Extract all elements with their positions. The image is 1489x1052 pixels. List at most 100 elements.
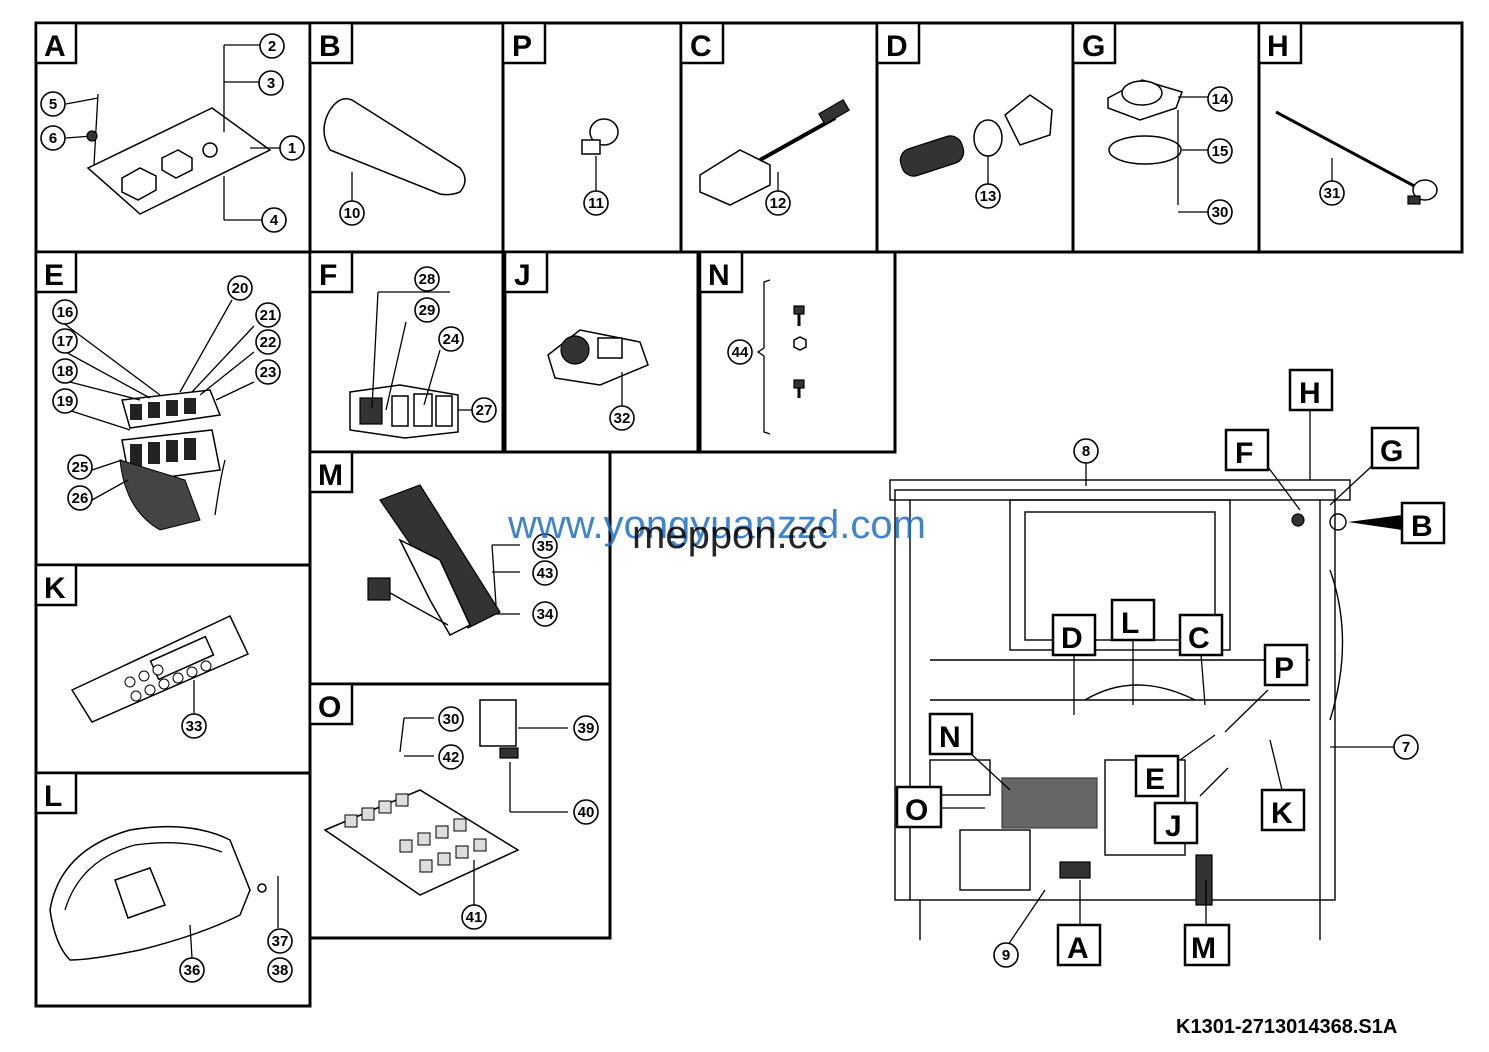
cluster-display	[114, 867, 166, 919]
callout-36: 36	[179, 957, 205, 983]
svg-text:18: 18	[57, 363, 74, 380]
svg-text:3: 3	[267, 75, 275, 92]
panel-k: K 33	[34, 563, 312, 775]
indicator-lamp	[589, 118, 619, 146]
panel-j: J 32	[503, 250, 700, 454]
panel-g: G 14 15 30	[1071, 21, 1261, 254]
callout-5: 5	[40, 91, 66, 117]
callout-33: 33	[181, 713, 207, 739]
panel-m: M 35 43 34	[308, 450, 612, 686]
panel-f: F 28 29 24 27	[308, 250, 505, 454]
svg-text:P: P	[1274, 652, 1294, 685]
overview-tag-c: C	[1178, 613, 1224, 657]
panel-l-label: L	[44, 780, 62, 813]
svg-text:G: G	[1380, 435, 1403, 468]
overview-tag-f: F	[1224, 428, 1270, 472]
svg-text:O: O	[905, 794, 928, 827]
svg-text:14: 14	[1212, 91, 1229, 108]
panel-c-label: C	[690, 30, 712, 63]
panel-a: A 2 3 5 6 1 4	[34, 21, 312, 254]
callout-13: 13	[975, 183, 1001, 209]
callout-24: 24	[438, 326, 464, 352]
svg-text:E: E	[1145, 763, 1165, 796]
svg-text:1: 1	[288, 140, 296, 157]
callout-38: 38	[267, 957, 293, 983]
callout-27: 27	[471, 397, 497, 423]
overview-tag-d: D	[1051, 613, 1097, 657]
callout-1: 1	[279, 135, 305, 161]
svg-text:39: 39	[578, 720, 595, 737]
svg-text:41: 41	[466, 909, 483, 926]
plate-hole	[121, 167, 157, 201]
callout-10: 10	[339, 200, 365, 226]
callout-21: 21	[255, 302, 281, 328]
svg-text:23: 23	[260, 364, 277, 381]
svg-text:40: 40	[578, 804, 595, 821]
callout-9: 9	[993, 942, 1019, 968]
overview-tag-o: O	[895, 785, 943, 829]
panel-a-label: A	[44, 30, 66, 63]
svg-text:24: 24	[443, 331, 460, 348]
svg-text:25: 25	[72, 459, 89, 476]
svg-text:10: 10	[344, 205, 361, 222]
svg-text:16: 16	[57, 304, 74, 321]
overview-tag-b: B	[1400, 501, 1446, 545]
svg-text:43: 43	[537, 565, 554, 582]
overview-tag-a: A	[1056, 923, 1102, 967]
watermark-site: meppon.cc	[632, 513, 828, 557]
svg-text:8: 8	[1082, 443, 1090, 460]
svg-text:12: 12	[770, 195, 787, 212]
watermark-url: www.yongyuanzzd.com	[507, 503, 926, 547]
svg-text:36: 36	[184, 962, 201, 979]
plate-hole	[161, 149, 193, 179]
svg-text:28: 28	[419, 271, 436, 288]
svg-text:6: 6	[49, 130, 57, 147]
svg-text:F: F	[1235, 437, 1253, 470]
svg-text:42: 42	[443, 749, 460, 766]
svg-text:29: 29	[419, 302, 436, 319]
svg-text:L: L	[1121, 607, 1139, 640]
drawing-reference: K1301-2713014368.S1A	[1176, 1016, 1397, 1038]
panel-l: L 37 38 36	[34, 771, 312, 1008]
callout-44: 44	[727, 339, 753, 365]
svg-text:21: 21	[260, 307, 277, 324]
overview-tag-k: K	[1260, 788, 1306, 832]
panel-e-label: E	[44, 259, 64, 292]
svg-text:38: 38	[272, 962, 289, 979]
svg-text:22: 22	[260, 334, 277, 351]
svg-text:31: 31	[1324, 185, 1341, 202]
panel-p-label: P	[512, 30, 532, 63]
svg-text:H: H	[1299, 377, 1321, 410]
svg-text:M: M	[1191, 932, 1216, 965]
svg-text:5: 5	[49, 96, 57, 113]
panel-e: E 20 16 21 17 22 18 23 19 25 26	[34, 250, 312, 567]
overview-tag-h: H	[1288, 368, 1334, 412]
svg-text:B: B	[1411, 510, 1433, 543]
cab-overview: H F G B D L C P N E O J K A M 8 7 9	[889, 368, 1446, 968]
panel-m-label: M	[318, 459, 343, 492]
callout-4: 4	[261, 207, 287, 233]
callout-11: 11	[583, 190, 609, 216]
antenna-rod	[1275, 110, 1419, 190]
panel-o-label: O	[318, 691, 341, 724]
panel-o: O 30 39 42 40 41	[308, 682, 612, 940]
svg-text:J: J	[1165, 810, 1182, 843]
callout-18: 18	[52, 358, 78, 384]
callout-31: 31	[1319, 180, 1345, 206]
overview-tag-l: L	[1110, 598, 1156, 642]
svg-text:19: 19	[57, 393, 74, 410]
callout-32: 32	[609, 405, 635, 431]
callout-41: 41	[461, 904, 487, 930]
joystick-base	[1004, 94, 1053, 146]
svg-text:34: 34	[537, 606, 554, 623]
svg-text:C: C	[1188, 622, 1210, 655]
callout-15: 15	[1207, 138, 1233, 164]
callout-12: 12	[765, 190, 791, 216]
callout-23: 23	[255, 359, 281, 385]
panel-g-label: G	[1082, 30, 1105, 63]
callout-30: 30	[438, 706, 464, 732]
callout-43: 43	[532, 560, 558, 586]
panel-n-label: N	[708, 259, 730, 292]
callout-39: 39	[573, 715, 599, 741]
